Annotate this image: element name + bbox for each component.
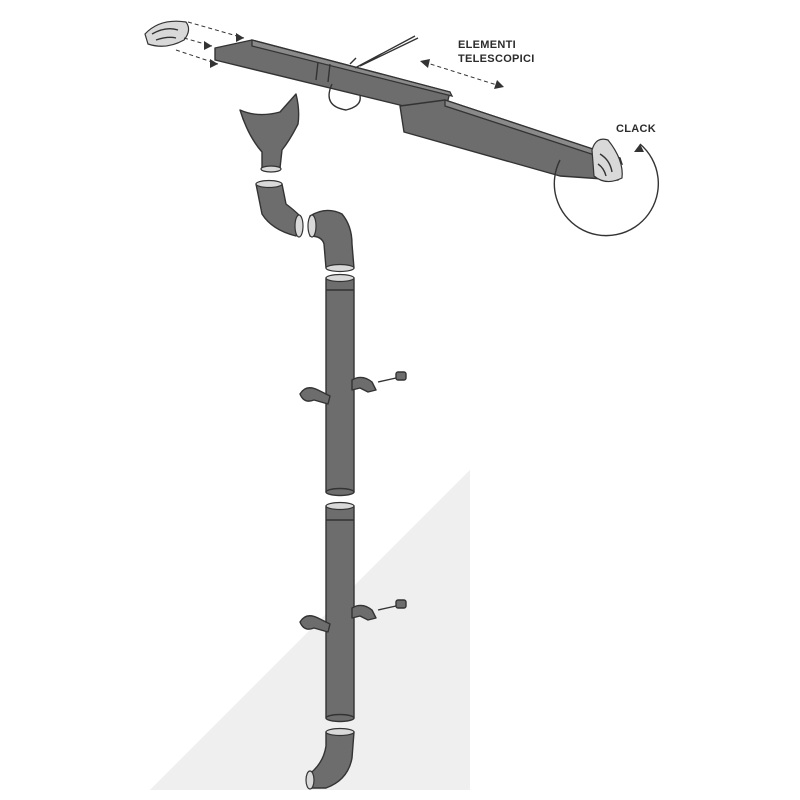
label-telescopic-line2: TELESCOPICI — [458, 53, 535, 65]
elbow-upper-left — [255, 179, 304, 238]
assembly-arrows — [175, 21, 245, 68]
gutter-section-right — [399, 99, 621, 181]
elbow-bottom — [305, 727, 355, 790]
label-telescopic-line1: ELEMENTI — [458, 39, 516, 51]
gutter-section-left-top — [251, 39, 454, 97]
background-band-lower — [150, 470, 470, 790]
clack-arrow-icon — [553, 143, 659, 237]
gutter-section-left — [214, 39, 451, 113]
end-cap-right — [591, 138, 623, 183]
gutter-hook — [328, 35, 419, 111]
gutter-section-right-top — [444, 99, 624, 166]
end-cap-left — [144, 20, 190, 47]
gutter-assembly — [144, 20, 659, 237]
label-clack: CLACK — [616, 123, 656, 135]
downpipe-upper — [325, 273, 355, 497]
gutter-outlet — [239, 93, 300, 173]
elbow-upper-right — [307, 209, 355, 273]
telescopic-arrow-icon — [420, 59, 504, 89]
pipe-clamp-upper — [299, 371, 407, 405]
downpipe-lower — [325, 501, 355, 723]
pipe-clamp-lower — [299, 599, 407, 633]
